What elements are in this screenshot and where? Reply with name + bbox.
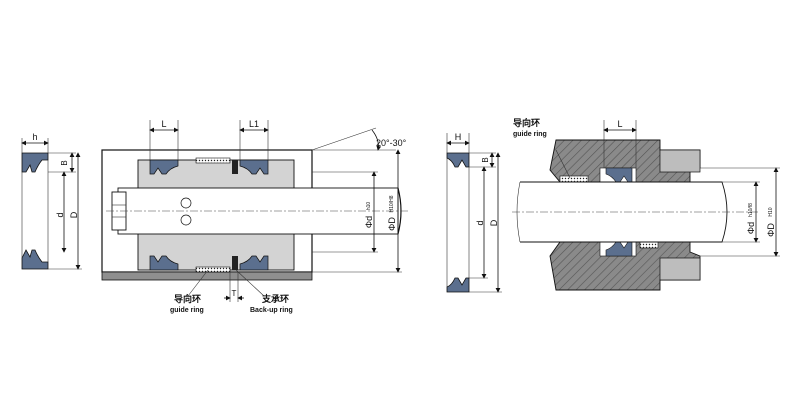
right-H-label: H (455, 132, 462, 142)
right-seal-profile: H B d D (446, 132, 502, 293)
center-phid-sup: h10 (366, 202, 372, 211)
right-phiD-label: ΦD (766, 223, 776, 237)
center-phid-label: Φd (364, 216, 374, 228)
right-guide-ring-en: guide ring (513, 131, 547, 138)
center-T-label: T (232, 289, 237, 298)
right-guide-ring-cn: 导向环 (513, 117, 540, 129)
right-phid-sup: h10/f8 (748, 203, 754, 217)
center-guide-ring-en: guide ring (170, 307, 204, 314)
left-d-label: d (55, 212, 65, 217)
center-guide-ring-cn: 导向环 (174, 293, 201, 305)
left-D-label: D (69, 211, 79, 218)
center-backup-ring-cn: 支承环 (261, 293, 289, 305)
center-phiD-label: ΦD (387, 217, 397, 231)
right-D-label: D (489, 219, 499, 226)
center-L1-label: L1 (249, 119, 259, 129)
angle-label: 20°-30° (376, 138, 407, 148)
left-B-label: B (60, 160, 69, 165)
center-assembly: L L1 20°-30° Φd h10 ΦD H10/H8 T 导向环 guid… (101, 119, 410, 314)
left-h-label: h (32, 132, 37, 142)
left-seal-profile: h B d D (21, 132, 82, 270)
right-assembly: 导向环 guide ring L Φd h10/f8 ΦD H10 (512, 117, 780, 291)
center-phiD-sup: H10/H8 (389, 195, 395, 212)
right-phid-label: Φd (746, 222, 756, 234)
right-phiD-sup: H10 (768, 207, 774, 216)
center-backup-ring-en: Back-up ring (250, 307, 293, 314)
right-B-label: B (481, 157, 490, 162)
right-L-label: L (617, 119, 622, 129)
center-L-label: L (161, 119, 166, 129)
right-d-label: d (475, 220, 485, 225)
